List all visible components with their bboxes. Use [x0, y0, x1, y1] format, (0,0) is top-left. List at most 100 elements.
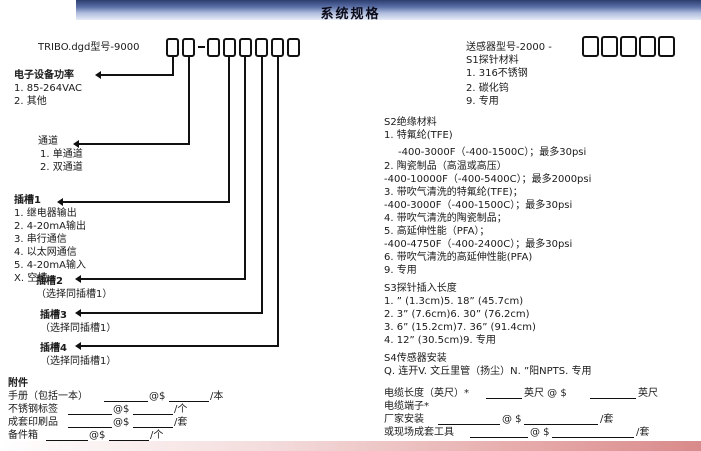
s2-line: 4. 带吹气清洗的陶瓷制品；	[384, 213, 507, 224]
arrowhead-slot3	[75, 309, 81, 317]
connector-slot4-v	[277, 57, 279, 347]
power-item: 1. 85-264VAC	[14, 83, 82, 94]
accessory-price-field[interactable]	[169, 401, 209, 402]
accessory-qty-field[interactable]	[104, 401, 148, 402]
field-kit-unit: /套	[636, 427, 650, 438]
accessory-price-field[interactable]	[133, 427, 173, 428]
sensor-code-box-4[interactable]	[639, 36, 656, 57]
channel-item: 1. 单通道	[40, 149, 83, 160]
accessory-at: @$	[149, 391, 166, 402]
s2-line: -400-10000F（-400-5400C）；最多2000psi	[384, 174, 592, 185]
slot1-item: X. 空槽	[14, 273, 48, 284]
s1-header: S1探针材料	[466, 55, 519, 66]
accessory-unit: /个	[174, 404, 188, 415]
slot4-header: 插槽4	[40, 343, 67, 354]
accessory-label: 手册（包括一本）	[8, 391, 88, 402]
accessory-at: @$	[113, 404, 130, 415]
slot2-header: 插槽2	[36, 276, 63, 287]
sensor-code-box-5[interactable]	[658, 36, 675, 57]
accessory-unit: /个	[150, 430, 164, 441]
title-bar	[76, 0, 701, 20]
accessory-label: 成套印刷品	[8, 417, 58, 428]
arrowhead-slot1	[57, 198, 63, 206]
accessory-label: 备件箱	[8, 430, 38, 441]
s3-line: 1. ” (1.3cm)5. 18” (45.7cm)	[384, 296, 524, 307]
accessory-qty-field[interactable]	[68, 414, 112, 415]
arrowhead-slot4	[75, 342, 81, 350]
connector-slot3-v	[261, 57, 263, 314]
slot1-header: 插槽1	[14, 195, 41, 206]
slot1-item: 5. 4-20mA输入	[14, 260, 86, 271]
slot1-item: 2. 4-20mA输出	[14, 221, 86, 232]
connector-slot2-h	[80, 278, 246, 280]
cable-price-field[interactable]	[590, 398, 636, 399]
power-header: 电子设备功率	[14, 70, 74, 81]
cable-length-field[interactable]	[486, 398, 522, 399]
s3-line: 2. 3” (7.6cm)6. 30” (76.2cm)	[384, 309, 530, 320]
accessory-price-field[interactable]	[109, 440, 149, 441]
power-item: 2. 其他	[14, 96, 47, 107]
s1-item: 1. 316不锈钢	[466, 68, 528, 79]
arrowhead-channel	[73, 140, 79, 148]
slot2-note: （选择同插槽1）	[36, 289, 113, 300]
slot1-item: 1. 继电器输出	[14, 208, 77, 219]
s3-line: 4. 12” (30.5cm)9. 专用	[384, 335, 496, 346]
connector-power-h	[100, 74, 174, 76]
accessory-unit: /本	[210, 391, 224, 402]
slot1-item: 3. 串行通信	[14, 234, 67, 245]
s4-header: S4传感器安装	[384, 353, 447, 364]
factory-install-price-field[interactable]	[524, 424, 598, 425]
accessory-qty-field[interactable]	[68, 427, 112, 428]
tribo-model-label: TRIBO.dgd型号-9000	[38, 42, 140, 53]
connector-channel-h	[78, 143, 190, 145]
slot3-header: 插槽3	[40, 310, 67, 321]
channel-header: 通道	[38, 136, 58, 147]
accessory-qty-field[interactable]	[46, 440, 88, 441]
page-title: 系统规格	[320, 7, 381, 22]
code-box-1[interactable]	[166, 38, 179, 57]
cable-length-unit: 英尺	[638, 388, 658, 399]
connector-slot4-h	[80, 345, 279, 347]
code-box-3[interactable]	[207, 38, 220, 57]
field-kit-field[interactable]	[470, 437, 528, 438]
connector-slot1-h	[62, 201, 230, 203]
connector-power-v	[172, 57, 174, 75]
code-box-2[interactable]	[182, 38, 195, 57]
slot1-item: 4. 以太网通信	[14, 247, 77, 258]
cable-length-mid: 英尺 @ $	[524, 388, 567, 399]
connector-slot1-v	[228, 57, 230, 203]
field-kit-price-field[interactable]	[552, 437, 634, 438]
code-box-8[interactable]	[287, 38, 300, 57]
connector-slot2-v	[244, 57, 246, 280]
s2-line: 1. 特氟纶(TFE)	[384, 130, 453, 141]
s3-header: S3探针插入长度	[384, 283, 457, 294]
code-box-5[interactable]	[239, 38, 252, 57]
s2-line: 3. 带吹气清洗的特氟纶(TFE)；	[384, 187, 523, 198]
channel-item: 2. 双通道	[40, 162, 83, 173]
code-box-7[interactable]	[271, 38, 284, 57]
accessory-price-field[interactable]	[133, 414, 173, 415]
code-box-6[interactable]	[255, 38, 268, 57]
factory-install-label: 厂家安装	[384, 414, 424, 425]
connector-slot3-h	[80, 312, 263, 314]
accessories-header: 附件	[8, 378, 28, 389]
factory-install-field[interactable]	[438, 424, 500, 425]
field-kit-label: 或现场成套工具	[384, 427, 454, 438]
sensor-code-box-3[interactable]	[620, 36, 637, 57]
s2-line: -400-3000F（-400-1500C）；最多30psi	[384, 200, 573, 211]
bottom-bar	[0, 441, 701, 451]
s2-line: -400-3000F（-400-1500C）；最多30psi	[398, 147, 587, 158]
sensor-code-box-2[interactable]	[601, 36, 618, 57]
code-box-4[interactable]	[223, 38, 236, 57]
factory-install-unit: /套	[600, 414, 614, 425]
sensor-code-box-1[interactable]	[582, 36, 599, 57]
s3-line: 3. 6” (15.2cm)7. 36” (91.4cm)	[384, 322, 536, 333]
accessory-unit: /套	[174, 417, 188, 428]
s2-line: 2. 陶瓷制品（高温或高压）	[384, 161, 507, 172]
arrowhead-power	[95, 71, 101, 79]
connector-channel-v	[188, 57, 190, 145]
s2-line: 5. 高延伸性能（PFA）；	[384, 226, 490, 237]
s1-item: 2. 碳化钨	[466, 83, 509, 94]
s2-header: S2绝缘材料	[384, 117, 437, 128]
cable-length-label: 电缆长度（英尺）*	[384, 388, 469, 399]
